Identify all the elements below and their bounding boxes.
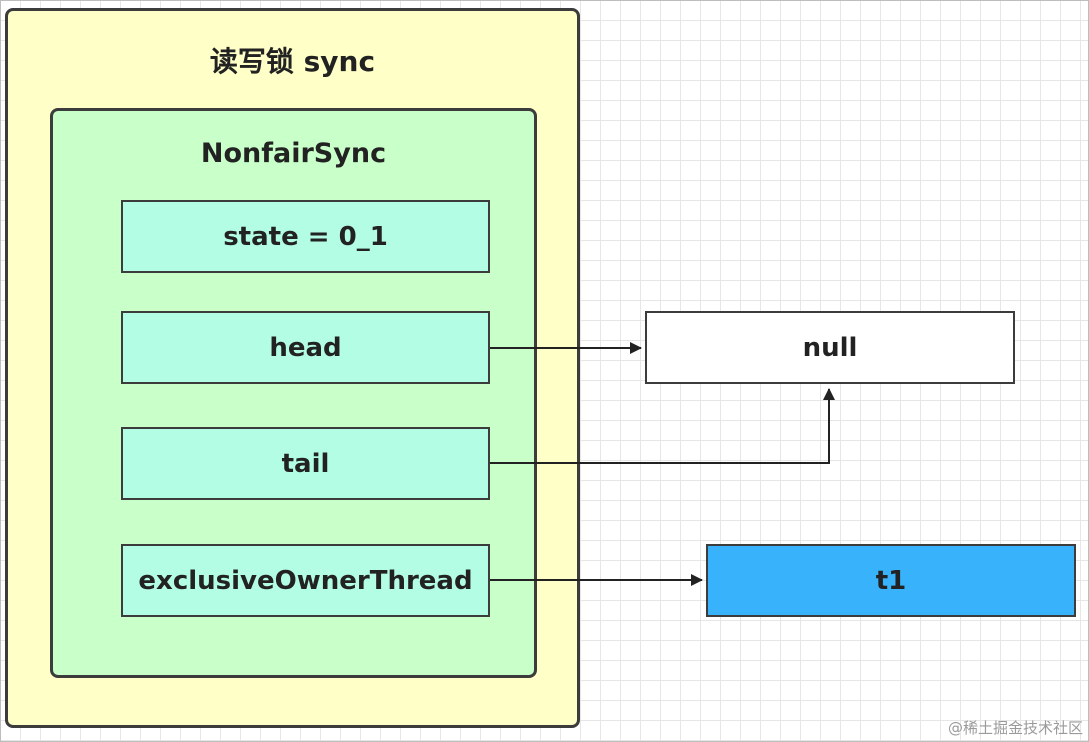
t1-node: t1 <box>706 544 1076 617</box>
tail-to-null-arrow <box>490 388 835 464</box>
head-field: head <box>121 311 490 384</box>
watermark-text: @稀土掘金技术社区 <box>947 719 1083 737</box>
state-field: state = 0_1 <box>121 200 490 273</box>
tail-field: tail <box>121 427 490 500</box>
sync-title: 读写锁 sync <box>209 45 376 78</box>
exclusive-owner-thread-field: exclusiveOwnerThread <box>121 544 490 617</box>
null-node: null <box>645 311 1015 384</box>
nonfair-sync-title: NonfairSync <box>200 138 387 169</box>
